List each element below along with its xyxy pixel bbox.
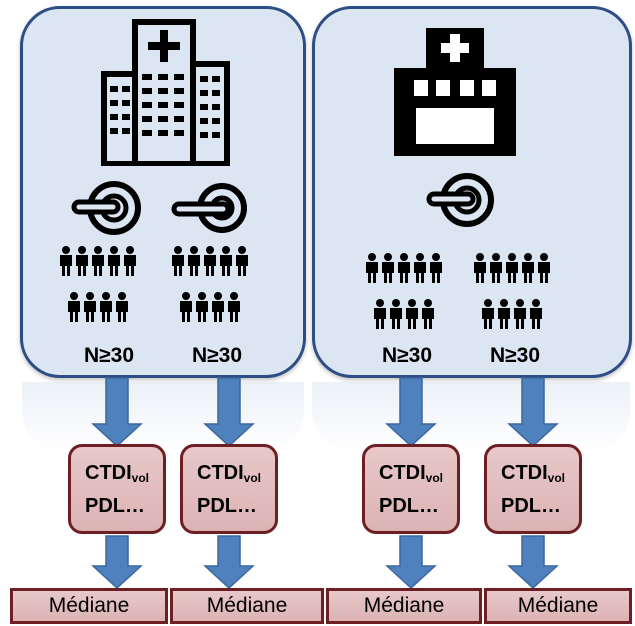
- person-icon: [220, 246, 232, 276]
- person-icon: [422, 299, 434, 329]
- panel-reflection-left: [22, 382, 304, 452]
- down-arrow-icon: [507, 377, 559, 448]
- person-icon: [204, 246, 216, 276]
- person-icon: [530, 299, 542, 329]
- median-box: Médiane: [326, 588, 482, 624]
- median-box: Médiane: [484, 588, 632, 624]
- person-icon: [414, 253, 426, 283]
- metric-box: CTDIvol PDL…: [180, 444, 278, 534]
- person-icon: [506, 253, 518, 283]
- n-label: N≥30: [83, 344, 135, 367]
- person-icon: [76, 246, 88, 276]
- ct-scanner-icon: [71, 181, 141, 235]
- person-icon: [406, 299, 418, 329]
- person-icon: [366, 253, 378, 283]
- down-arrow-icon: [91, 377, 143, 448]
- person-icon: [100, 292, 112, 322]
- person-icon: [180, 292, 192, 322]
- person-icon: [482, 299, 494, 329]
- person-icon: [172, 246, 184, 276]
- person-icon: [430, 253, 442, 283]
- down-arrow-icon: [91, 535, 143, 590]
- down-arrow-icon: [507, 535, 559, 590]
- metric-box: CTDIvol PDL…: [68, 444, 166, 534]
- person-icon: [514, 299, 526, 329]
- person-icon: [116, 292, 128, 322]
- median-box: Médiane: [170, 588, 324, 624]
- n-label: N≥30: [489, 344, 541, 367]
- metric-box: CTDIvol PDL…: [362, 444, 460, 534]
- median-box: Médiane: [10, 588, 168, 624]
- down-arrow-icon: [385, 377, 437, 448]
- person-icon: [236, 246, 248, 276]
- hospital-panel-large: [20, 6, 306, 378]
- person-icon: [188, 246, 200, 276]
- ct-scanner-icon: [426, 173, 494, 227]
- down-arrow-icon: [203, 377, 255, 448]
- person-icon: [538, 253, 550, 283]
- down-arrow-icon: [385, 535, 437, 590]
- person-icon: [68, 292, 80, 322]
- person-icon: [84, 292, 96, 322]
- person-icon: [60, 246, 72, 276]
- person-icon: [374, 299, 386, 329]
- person-icon: [490, 253, 502, 283]
- n-label: N≥30: [191, 344, 243, 367]
- person-icon: [398, 253, 410, 283]
- hospital-icon: [394, 28, 516, 156]
- person-icon: [390, 299, 402, 329]
- panel-reflection-right: [312, 382, 630, 452]
- person-icon: [474, 253, 486, 283]
- person-icon: [228, 292, 240, 322]
- person-icon: [212, 292, 224, 322]
- person-icon: [108, 246, 120, 276]
- down-arrow-icon: [203, 535, 255, 590]
- hospital-building-icon: [101, 19, 230, 166]
- n-label: N≥30: [381, 344, 433, 367]
- person-icon: [382, 253, 394, 283]
- person-icon: [498, 299, 510, 329]
- person-icon: [92, 246, 104, 276]
- person-icon: [522, 253, 534, 283]
- ct-scanner-icon: [171, 183, 247, 233]
- person-icon: [196, 292, 208, 322]
- metric-box: CTDIvol PDL…: [484, 444, 582, 534]
- person-icon: [124, 246, 136, 276]
